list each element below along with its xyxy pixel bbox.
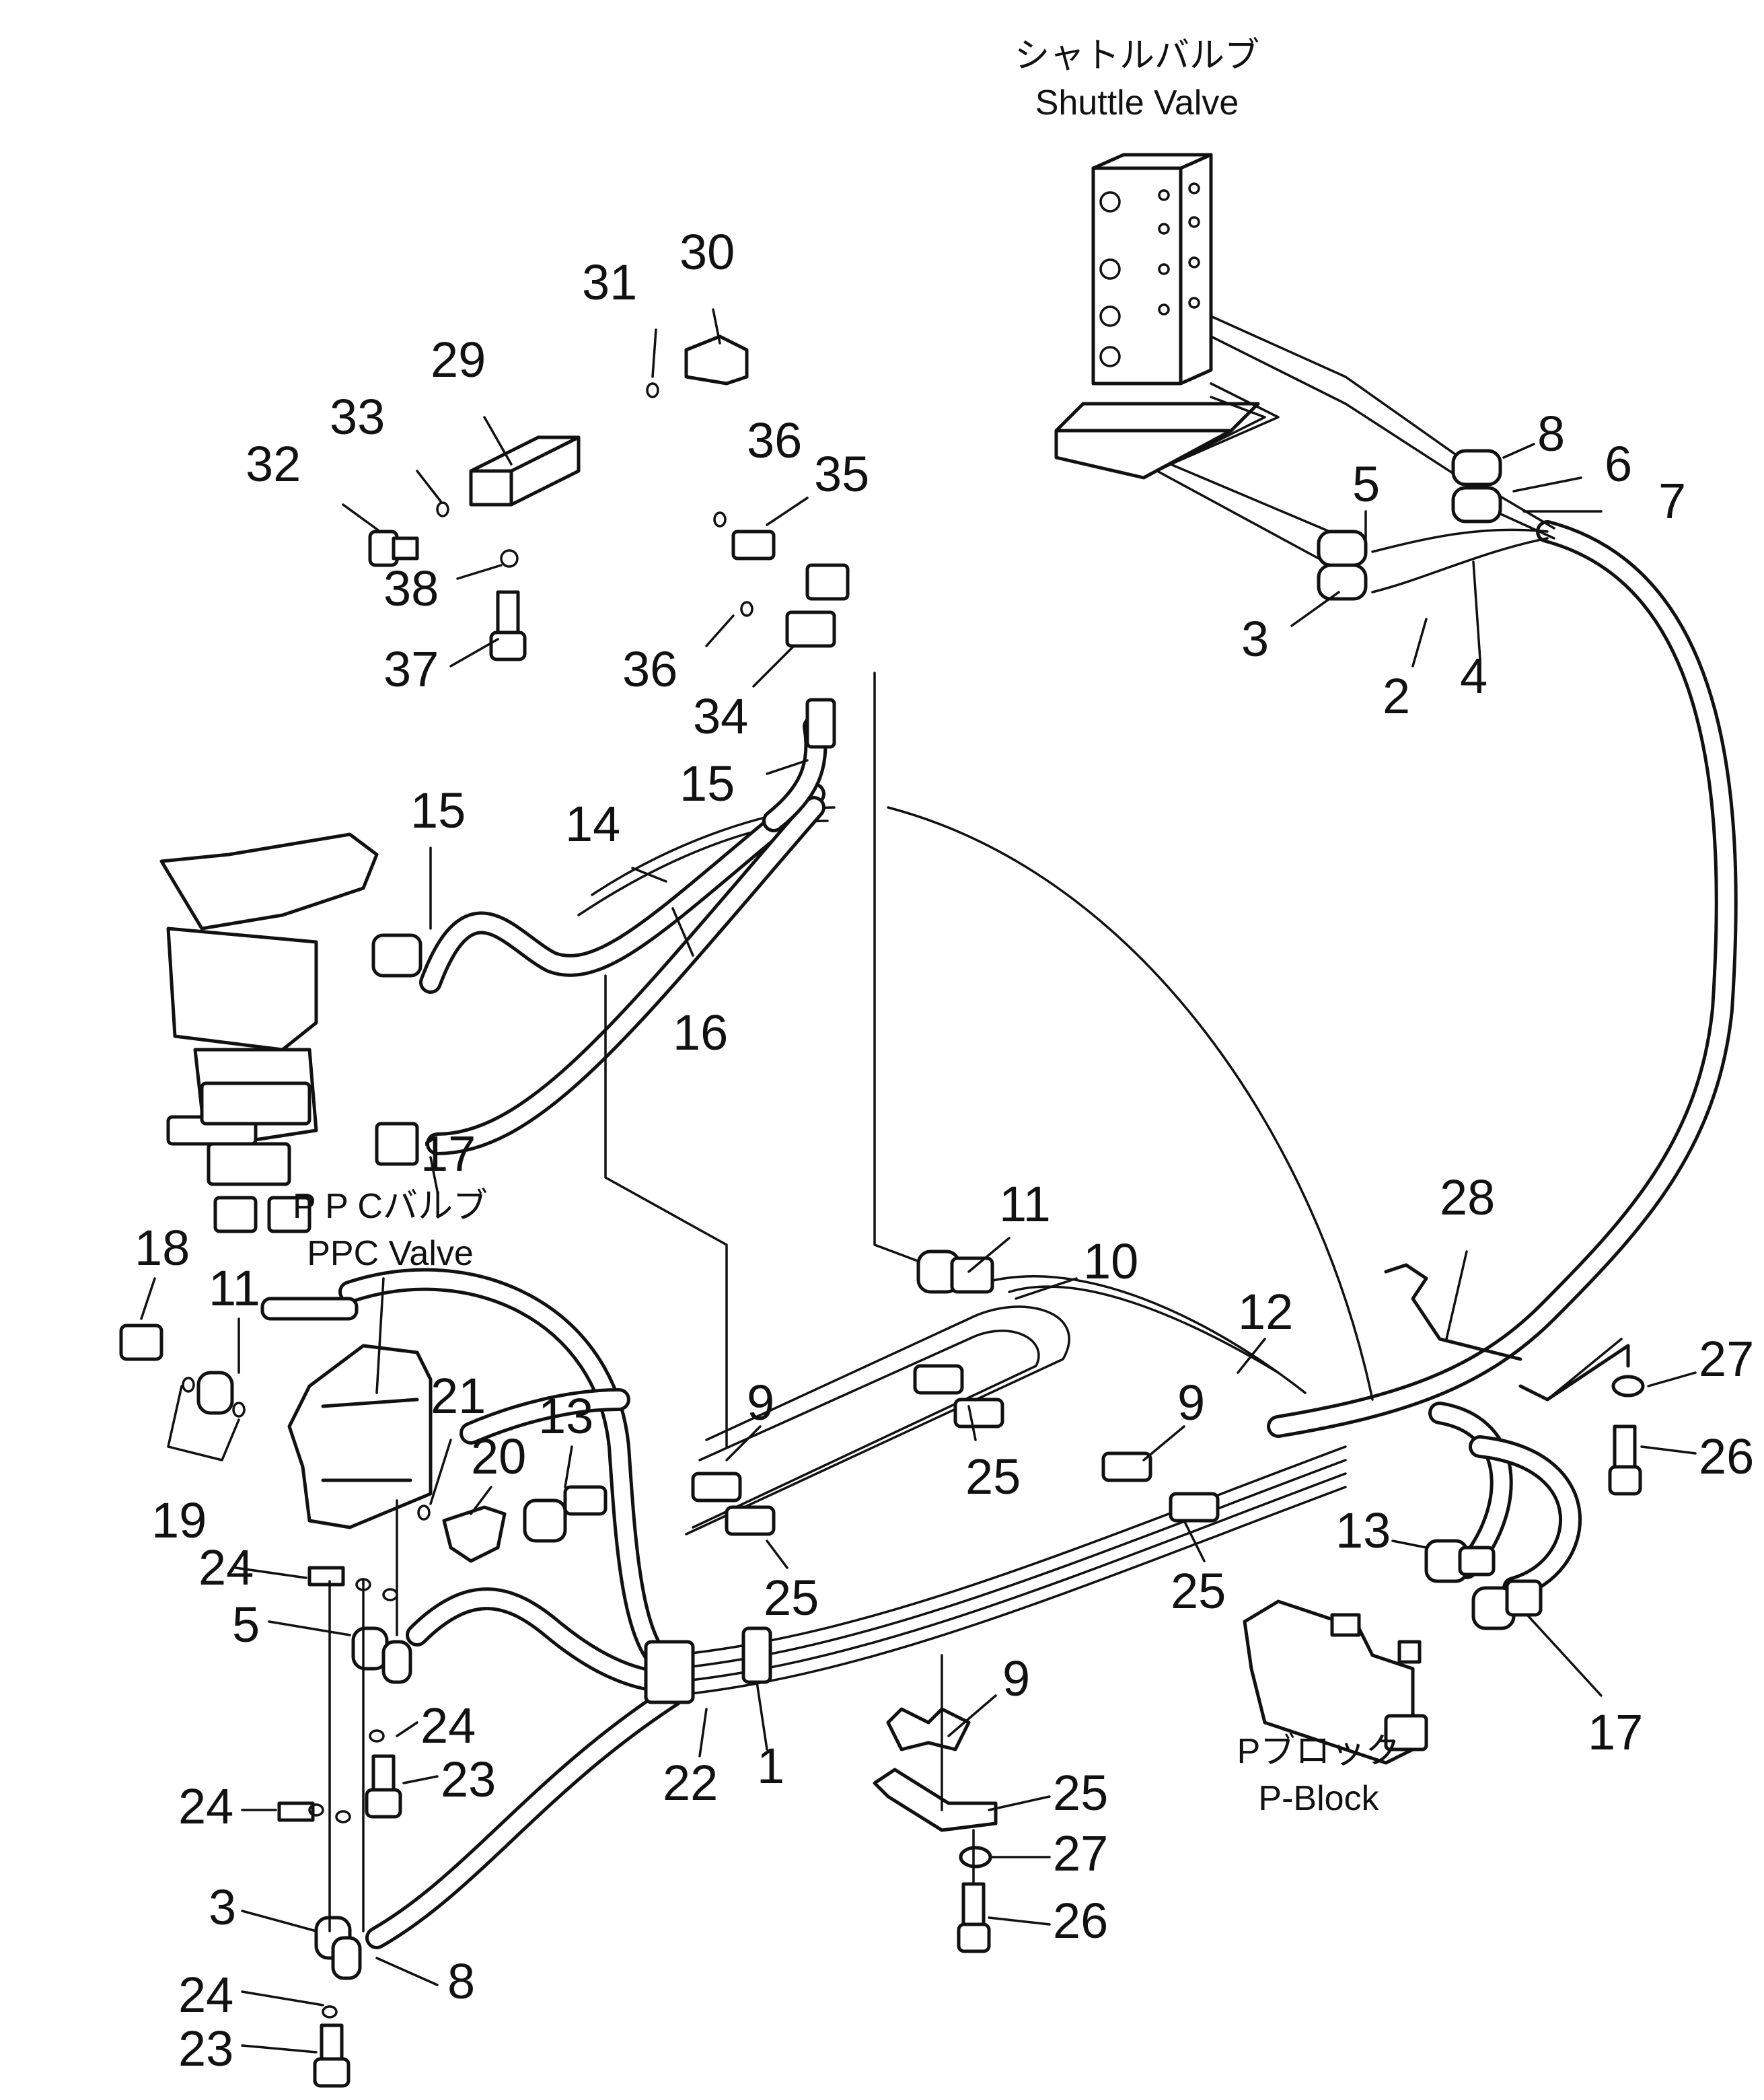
callout-8: 8: [1537, 406, 1565, 462]
callout-31: 31: [582, 254, 637, 310]
ppc-valve-label-en: PPC Valve: [307, 1234, 474, 1273]
callout-6: 6: [1605, 436, 1632, 492]
callout-21: 21: [431, 1368, 486, 1424]
callout-3: 3: [209, 1879, 236, 1935]
callout-25: 25: [1053, 1765, 1108, 1821]
callout-15: 15: [410, 783, 466, 838]
callout-32: 32: [246, 436, 301, 492]
callout-18: 18: [135, 1220, 190, 1276]
callout-17: 17: [1588, 1704, 1643, 1760]
callout-10: 10: [1083, 1233, 1138, 1289]
callout-23: 23: [178, 2021, 233, 2076]
callout-7: 7: [1658, 473, 1686, 529]
callout-36: 36: [747, 412, 802, 468]
callout-15: 15: [679, 756, 735, 811]
callout-38: 38: [383, 560, 439, 616]
callout-26: 26: [1053, 1893, 1108, 1949]
callout-numbers: 8 6 7 5 3 2 4 30 31 29 33 32 38 37 36 35…: [135, 224, 1754, 2076]
callout-24: 24: [178, 1967, 233, 2023]
callout-25: 25: [965, 1449, 1021, 1505]
callout-5: 5: [1352, 456, 1380, 512]
callout-28: 28: [1440, 1169, 1495, 1225]
callout-26: 26: [1699, 1428, 1754, 1484]
callout-11: 11: [209, 1260, 260, 1316]
shuttle-valve: [1054, 153, 1260, 480]
callout-16: 16: [673, 1005, 728, 1060]
fittings: [119, 334, 1645, 2088]
callout-24: 24: [420, 1698, 476, 1753]
shuttle-valve-label-jp: シャトルバルブ: [1015, 36, 1259, 75]
callout-8: 8: [447, 1953, 475, 2009]
callout-37: 37: [383, 641, 439, 697]
callout-17: 17: [420, 1126, 476, 1182]
shuttle-valve-label-en: Shuttle Valve: [1035, 83, 1239, 122]
callout-1: 1: [757, 1738, 784, 1794]
p-block-label-jp: Pブロック: [1237, 1732, 1401, 1771]
callout-25: 25: [764, 1570, 819, 1626]
callout-13: 13: [538, 1388, 593, 1444]
callout-36: 36: [622, 641, 677, 697]
callout-35: 35: [814, 446, 869, 502]
callout-29: 29: [431, 332, 486, 388]
callout-11: 11: [999, 1176, 1051, 1232]
callout-27: 27: [1699, 1331, 1754, 1387]
callout-22: 22: [663, 1755, 718, 1811]
piping-lines: [338, 315, 1738, 1949]
ppc-valve-label-jp: P P Cバルブ: [293, 1187, 488, 1226]
callout-23: 23: [441, 1751, 496, 1807]
callout-20: 20: [471, 1428, 526, 1484]
callout-4: 4: [1460, 648, 1487, 704]
callout-34: 34: [693, 688, 748, 744]
callout-14: 14: [565, 796, 620, 852]
callout-19: 19: [151, 1492, 207, 1548]
callout-9: 9: [1177, 1375, 1205, 1431]
callout-30: 30: [679, 224, 735, 280]
callout-24: 24: [198, 1540, 254, 1595]
callout-9: 9: [1002, 1651, 1030, 1706]
callout-2: 2: [1383, 668, 1410, 724]
callout-24: 24: [178, 1778, 233, 1834]
callout-3: 3: [1241, 611, 1269, 667]
callout-9: 9: [747, 1375, 774, 1431]
leader-lines: [140, 308, 1697, 2054]
p-block-label-en: P-Block: [1258, 1779, 1379, 1818]
callout-13: 13: [1335, 1502, 1391, 1558]
callout-5: 5: [232, 1597, 260, 1653]
callout-27: 27: [1053, 1825, 1108, 1881]
callout-12: 12: [1238, 1284, 1293, 1340]
callout-25: 25: [1171, 1563, 1226, 1619]
callout-33: 33: [330, 389, 385, 445]
